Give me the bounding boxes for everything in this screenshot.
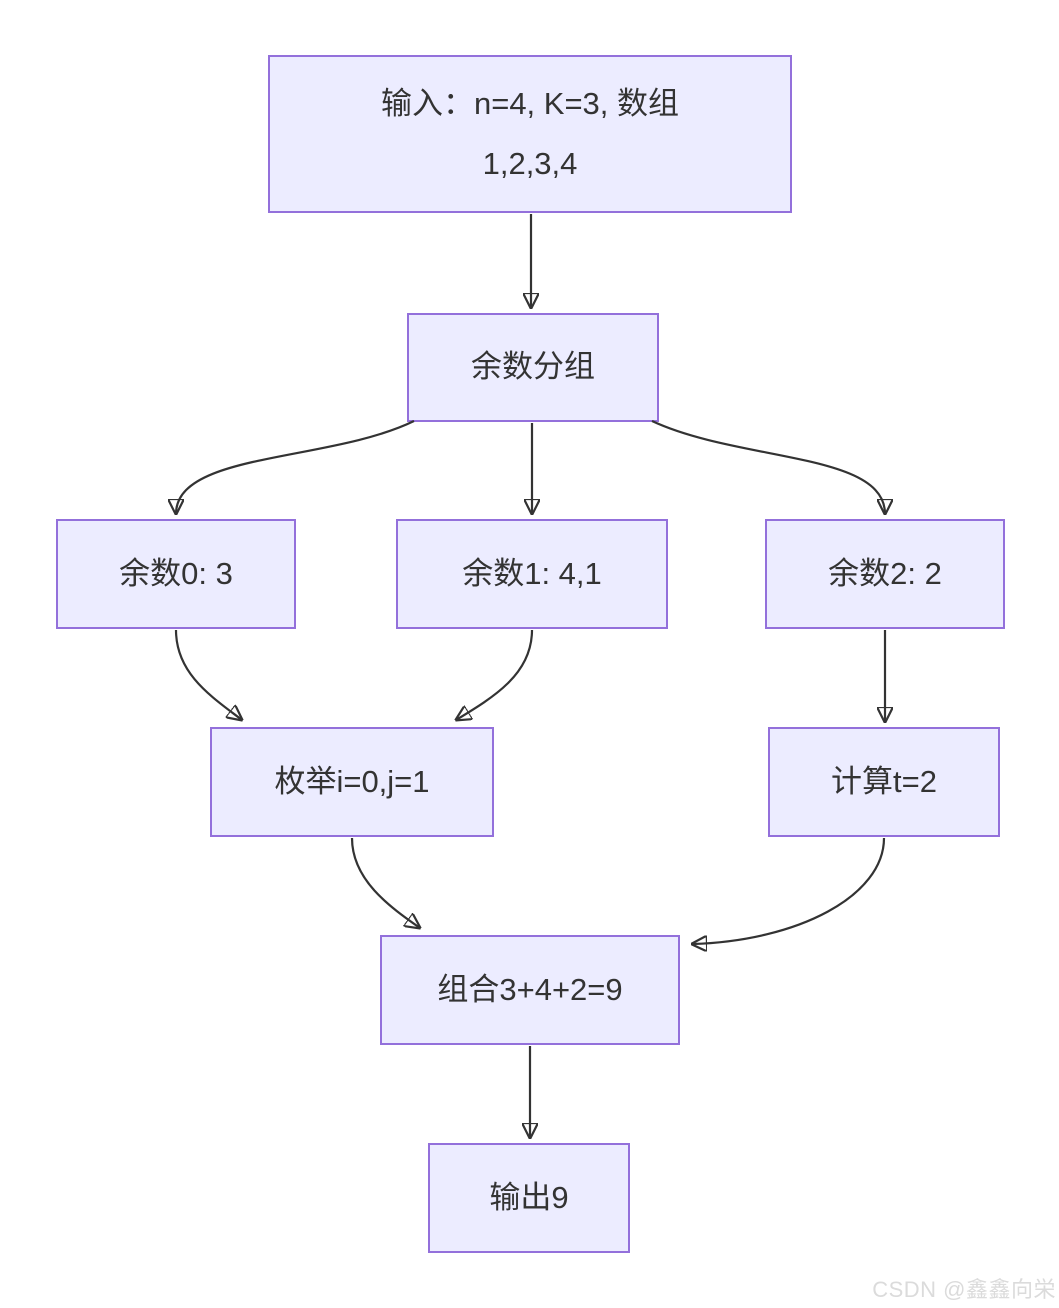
- edge-calculate-to-combine: [692, 837, 886, 944]
- csdn-watermark: CSDN @鑫鑫向栄: [872, 1277, 1056, 1302]
- edge-remainder0-to-enumerate: [174, 629, 242, 720]
- node-output: 输出9: [428, 1143, 630, 1253]
- node-input: 输入：n=4, K=3, 数组 1,2,3,4: [268, 55, 792, 213]
- node-remainder-1-label: 余数1: 4,1: [462, 555, 602, 591]
- node-remainder-2: 余数2: 2: [765, 519, 1005, 629]
- node-input-label-line1: 输入：n=4, K=3, 数组: [380, 85, 680, 121]
- node-input-label-line2: 1,2,3,4: [482, 146, 578, 181]
- node-enumerate: 枚举i=0,j=1: [210, 727, 494, 837]
- node-output-label: 输出9: [489, 1179, 569, 1215]
- edge-enumerate-to-combine: [350, 837, 420, 928]
- edge-group-to-remainder2: [651, 420, 885, 514]
- node-remainder-grouping-label: 余数分组: [471, 349, 595, 385]
- node-remainder-1: 余数1: 4,1: [396, 519, 668, 629]
- node-enumerate-label: 枚举i=0,j=1: [274, 763, 430, 799]
- edge-remainder1-to-enumerate: [456, 629, 534, 720]
- node-remainder-2-label: 余数2: 2: [828, 555, 942, 591]
- node-calculate-label: 计算t=2: [831, 763, 937, 799]
- edge-group-to-remainder0: [176, 420, 415, 514]
- node-combine: 组合3+4+2=9: [380, 935, 680, 1045]
- node-calculate: 计算t=2: [768, 727, 1000, 837]
- node-combine-label: 组合3+4+2=9: [437, 971, 623, 1007]
- node-remainder-grouping: 余数分组: [407, 313, 659, 422]
- node-remainder-0-label: 余数0: 3: [119, 555, 233, 591]
- node-remainder-0: 余数0: 3: [56, 519, 296, 629]
